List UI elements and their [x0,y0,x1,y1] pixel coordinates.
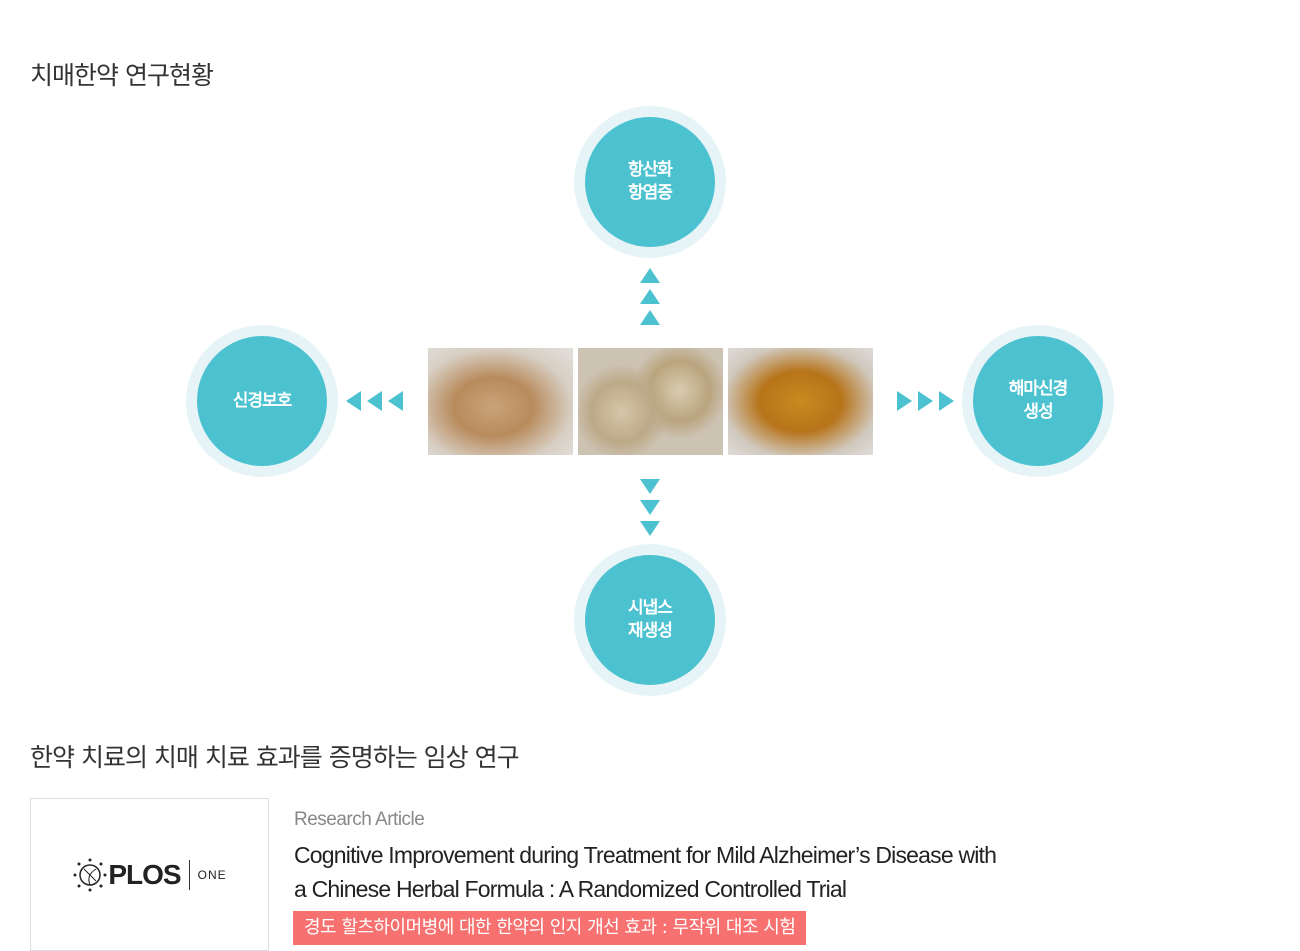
herb-image-1 [428,348,573,455]
arrow-up-icon [640,289,660,304]
arrow-down-icon [640,479,660,494]
circle-label: 시냅스 [628,598,673,618]
logo-divider [188,859,190,890]
circle-label: 해마신경 [1008,379,1069,399]
circle-neuroprotection: 신경보호 [186,325,338,477]
arrow-left-icon [388,391,403,411]
logo-sub: ONE [197,867,227,882]
arrow-up-icon [640,310,660,325]
article-type: Research Article [294,809,425,830]
herb-image-3 [728,348,873,455]
plos-one-logo: PLOS ONE [30,798,269,951]
arrow-left-icon [346,391,361,411]
logo-brand: PLOS [108,858,181,890]
circle-label: 생성 [1023,402,1053,422]
arrow-down-icon [640,500,660,515]
section-title-clinical-study: 한약 치료의 치매 치료 효과를 증명하는 임상 연구 [30,743,520,772]
section-title-research-status: 치매한약 연구현황 [30,61,214,90]
herb-image-2 [578,348,723,455]
circle-label: 항염증 [628,183,673,203]
arrow-up-icon [640,268,660,283]
circle-label: 신경보호 [232,390,293,411]
circle-label: 항산화 [628,160,673,180]
article-title[interactable]: Cognitive Improvement during Treatment f… [294,838,1054,906]
arrow-right-icon [939,391,954,411]
article-title-line: a Chinese Herbal Formula : A Randomized … [294,876,847,902]
arrow-right-icon [918,391,933,411]
arrow-right-icon [897,391,912,411]
arrow-left-icon [367,391,382,411]
korean-title-badge: 경도 할츠하이머병에 대한 한약의 인지 개선 효과 : 무작위 대조 시험 [293,911,807,945]
circle-label: 재생성 [628,621,673,641]
article-title-line: Cognitive Improvement during Treatment f… [294,842,997,868]
plos-globe-icon [73,858,107,891]
arrow-down-icon [640,521,660,536]
